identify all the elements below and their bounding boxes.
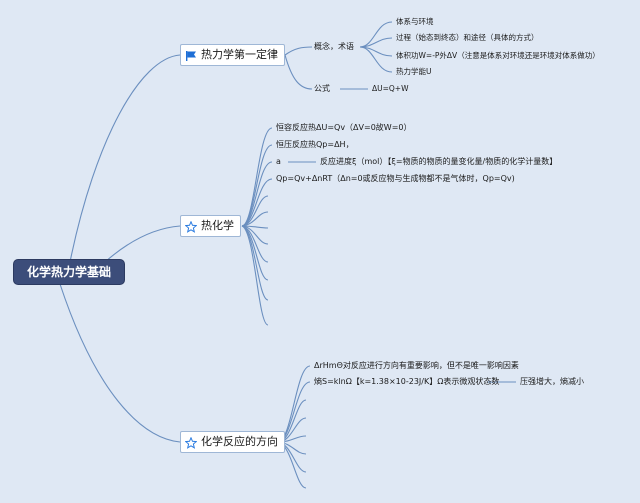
concept-item[interactable]: 体积功W=-P外ΔV（注意是体系对环境还是环境对体系做功） — [396, 51, 600, 60]
star-icon — [184, 436, 198, 449]
link-concept-item1 — [359, 21, 393, 48]
link-b1-formula — [284, 54, 313, 90]
branch-thermochemistry-title: 热化学 — [201, 219, 234, 232]
concept-item[interactable]: 热力学能U — [396, 67, 432, 76]
branch-reaction-direction-title: 化学反应的方向 — [201, 435, 278, 448]
formula-value[interactable]: ΔU=Q+W — [372, 84, 409, 93]
direction-item[interactable]: ΔrHmΘ对反应进行方向有重要影响，但不是唯一影响因素 — [314, 361, 519, 370]
link-b2-2 — [241, 144, 273, 227]
root-node[interactable]: 化学热力学基础 — [14, 260, 124, 284]
concept-label[interactable]: 概念，术语 — [314, 42, 354, 51]
entropy-item[interactable]: 熵S=klnΩ【k=1.38×10-23J/K】Ω表示微观状态数 — [314, 377, 500, 386]
thermo-item[interactable]: Qp=Qv+ΔnRT（Δn=0或反应物与生成物都不是气体时，Qp=Qv) — [276, 174, 515, 183]
formula-label[interactable]: 公式 — [314, 84, 330, 93]
link-concept-item4 — [359, 46, 393, 73]
branch-reaction-direction[interactable]: 化学反应的方向 — [180, 431, 285, 453]
branch-first-law[interactable]: 热力学第一定律 — [180, 44, 285, 66]
concept-item[interactable]: 过程（始态到终态）和途径（具体的方式） — [396, 33, 539, 42]
thermo-item[interactable]: 恒压反应热Qp=ΔH， — [276, 140, 354, 149]
star-icon — [184, 220, 198, 233]
link-root-branch2 — [104, 225, 181, 263]
thermo-item[interactable]: 恒容反应热ΔU=Qv（ΔV=0故W=0） — [276, 123, 412, 132]
concept-item[interactable]: 体系与环境 — [396, 17, 434, 26]
link-b1-concept — [284, 46, 313, 56]
link-root-branch1 — [69, 54, 181, 263]
reaction-extent[interactable]: 反应进度ξ（mol）【ξ=物质的物质的量变化量/物质的化学计量数】 — [320, 157, 558, 166]
link-b2-1 — [241, 127, 273, 227]
link-b2-4 — [241, 178, 273, 227]
thermo-item-a[interactable]: a — [276, 157, 281, 166]
branch-first-law-title: 热力学第一定律 — [201, 48, 278, 61]
branch-thermochemistry[interactable]: 热化学 — [180, 215, 241, 237]
entropy-note[interactable]: 压强增大，熵减小 — [520, 377, 584, 386]
flag-icon — [185, 49, 197, 61]
link-root-branch3 — [59, 283, 181, 443]
